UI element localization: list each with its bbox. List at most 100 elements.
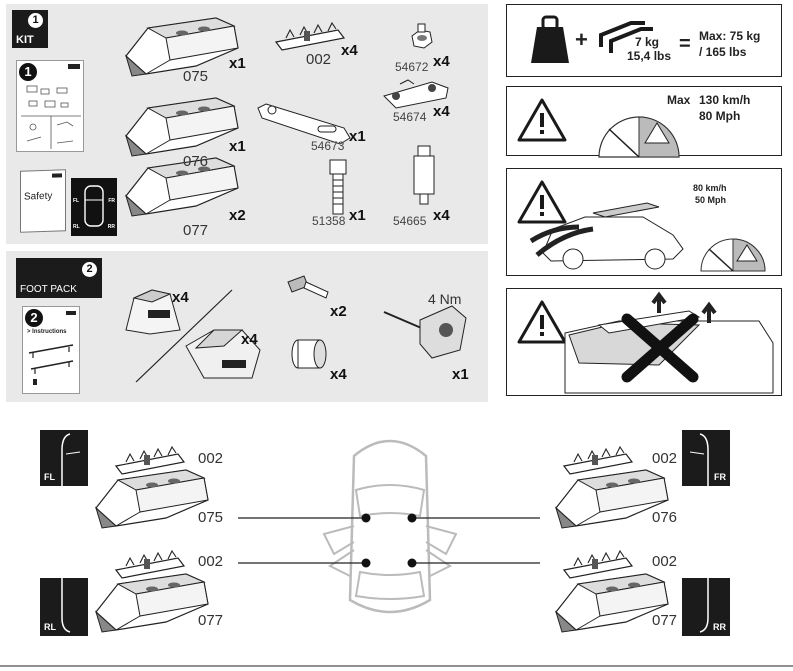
qty-077: x2: [229, 207, 246, 224]
kit-tab-number: 1: [28, 13, 43, 28]
max-speed-kmh: 130 km/h: [699, 93, 751, 107]
foot-qty-2: x4: [241, 331, 258, 348]
fr-code-top: 002: [652, 450, 678, 467]
code-077: 077: [183, 222, 209, 239]
load-weight: 7 kg: [635, 35, 660, 49]
kit-tab-label: KIT: [16, 34, 34, 46]
equals-sign: =: [679, 33, 691, 55]
torque-label: 4 Nm: [428, 291, 462, 307]
corner-car-icon-rl: [61, 578, 71, 633]
foot-pack-tab-label: FOOT PACK: [20, 284, 77, 295]
corner-card-rr: RR: [682, 578, 730, 636]
foot-drawing-1: [125, 289, 181, 335]
load-weight-lbs: 15,4 lbs: [627, 49, 672, 63]
foot-pack-tab-number: 2: [82, 262, 97, 277]
code-54672: 54672: [395, 60, 429, 74]
code-51358: 51358: [312, 214, 346, 228]
bolt-51358-drawing: [329, 159, 347, 215]
lock-cylinder-drawing: [291, 339, 327, 369]
qty-51358: x1: [349, 207, 366, 224]
mount-point-fl: [361, 513, 371, 523]
corner-car-icon-rr: [699, 578, 709, 633]
key-qty: x2: [330, 303, 347, 320]
qty-54672: x4: [433, 53, 450, 70]
mini-car-rl: RL: [73, 224, 80, 230]
mini-car-card: FL FR RL RR: [71, 178, 117, 236]
weight-icon: [531, 15, 569, 63]
max-speed-mph: 80 Mph: [699, 109, 741, 123]
kit-tab: 1 KIT: [12, 10, 48, 48]
lock-qty: x4: [330, 366, 347, 383]
roof-cross-icon: [564, 291, 774, 394]
bars-diagram: [28, 344, 74, 385]
code-54665: 54665: [393, 214, 427, 228]
corner-card-rl: RL: [40, 578, 88, 636]
torque-tool-drawing: [383, 305, 467, 359]
max-speed-box: Max 130 km/h 80 Mph: [506, 86, 782, 158]
foot-pack-tab: 2 FOOT PACK: [16, 258, 102, 298]
car-top-view: [322, 439, 458, 614]
warning-triangle-icon-2: [517, 180, 567, 224]
foot-pack-booklet: 2 > Instructions: [22, 306, 80, 394]
fl-pad: [95, 469, 209, 529]
rr-clip: [563, 550, 633, 579]
corner-car-icon-fr: [689, 433, 709, 486]
bars-icon: [599, 21, 653, 53]
foot-pack-drawings: [125, 275, 467, 383]
divider-line: [135, 289, 233, 383]
corner-label-rr: RR: [713, 622, 726, 632]
booklet-diagrams: [21, 85, 81, 149]
rl-code-top: 002: [198, 553, 224, 570]
mount-point-rl: [361, 558, 371, 568]
fr-clip: [563, 446, 633, 475]
corner-label-rl: RL: [44, 622, 56, 632]
code-075: 075: [183, 68, 209, 85]
qty-002: x4: [341, 42, 358, 59]
rl-clip: [115, 550, 185, 579]
instructions-label: > Instructions: [27, 329, 67, 335]
rr-code-top: 002: [652, 553, 678, 570]
tool-qty: x1: [452, 366, 469, 383]
sleeve-54665-drawing: [413, 145, 435, 205]
code-076: 076: [183, 153, 209, 170]
key-drawing: [287, 275, 329, 299]
fr-code-bottom: 076: [652, 509, 678, 526]
mini-car-rr: RR: [107, 224, 115, 230]
qty-076: x1: [229, 138, 246, 155]
fl-code-bottom: 075: [198, 509, 224, 526]
booklet-logo: [68, 64, 80, 69]
corner-car-icon: [61, 433, 81, 486]
no-lift-box: [506, 288, 782, 396]
crosswind-box: 80 km/h 50 Mph: [506, 168, 782, 276]
mini-car-fr: FR: [108, 198, 115, 204]
rl-pad: [95, 573, 209, 633]
foot-pack-booklet-number: 2: [25, 309, 43, 327]
bracket-54674-drawing: [383, 79, 449, 109]
foot-drawing-2: [185, 329, 261, 379]
plate-54673-drawing: [257, 103, 351, 145]
warning-triangle-icon: [517, 98, 567, 142]
foot-qty-1: x4: [172, 289, 189, 306]
mount-point-fr: [407, 513, 417, 523]
fl-clip: [115, 446, 185, 475]
code-54674: 54674: [393, 110, 427, 124]
crosswind-mph: 50 Mph: [695, 195, 727, 205]
rl-code-bottom: 077: [198, 612, 224, 629]
qty-54673: x1: [349, 128, 366, 145]
max-speed-label: Max: [667, 93, 691, 107]
rr-code-bottom: 077: [652, 612, 678, 629]
fl-code-top: 002: [198, 450, 224, 467]
code-54673: 54673: [311, 139, 345, 153]
warning-triangle-icon-3: [517, 300, 567, 344]
instruction-booklet: 1: [16, 60, 84, 152]
mount-point-rr: [407, 558, 417, 568]
qty-075: x1: [229, 55, 246, 72]
code-002: 002: [306, 51, 332, 68]
speedometer-icon: [598, 116, 680, 158]
foot-pack-booklet-logo: [66, 311, 76, 315]
corner-label-fr: FR: [714, 472, 726, 482]
nut-54672-drawing: [411, 23, 433, 49]
plus-sign: +: [575, 27, 588, 52]
